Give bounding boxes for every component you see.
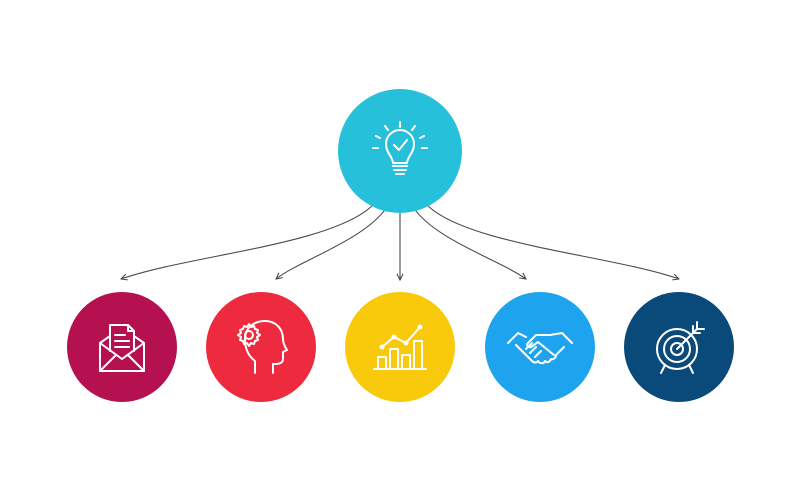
- root-node: [338, 89, 462, 213]
- connector-arrow-1: [276, 206, 388, 279]
- child-node-handshake: [485, 292, 595, 402]
- child-node-envelope: [67, 292, 177, 402]
- lightbulb-check-icon: [372, 121, 428, 175]
- connector-arrow-0: [121, 205, 373, 279]
- child-node-growth-chart: [345, 292, 455, 402]
- head-gear-icon: [237, 320, 288, 374]
- child-node-head-gear: [206, 292, 316, 402]
- envelope-document-icon: [99, 324, 145, 372]
- target-arrow-icon: [656, 321, 705, 374]
- handshake-icon: [507, 332, 573, 365]
- child-node-target: [624, 292, 734, 402]
- growth-bar-chart-icon: [373, 324, 427, 370]
- connector-arrow-4: [427, 205, 679, 279]
- connector-arrow-3: [412, 206, 526, 279]
